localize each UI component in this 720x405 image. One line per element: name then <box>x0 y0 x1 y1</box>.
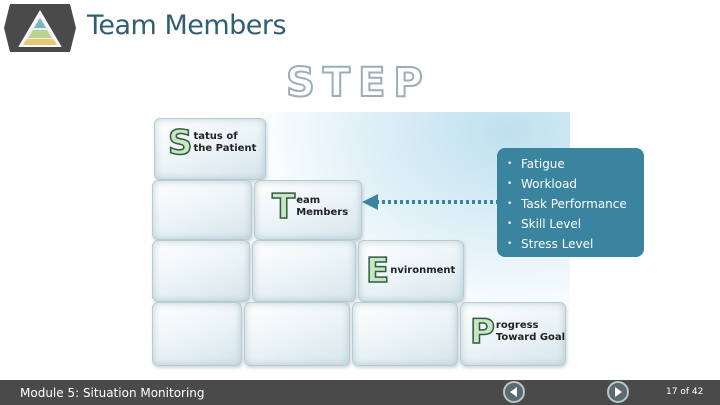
previous-slide-button[interactable] <box>503 381 525 403</box>
list-item: • Workload <box>507 174 636 194</box>
list-item: • Fatigue <box>507 154 636 174</box>
ice-block <box>154 118 266 180</box>
play-next-icon <box>615 387 622 397</box>
header: Team Members <box>0 0 720 58</box>
factor-stress-level: Stress Level <box>521 237 594 251</box>
team-factors-list: • Fatigue • Workload • Task Performance • Sk… <box>507 154 636 254</box>
factor-fatigue: Fatigue <box>521 157 565 171</box>
next-slide-button[interactable] <box>607 381 629 403</box>
factor-workload: Workload <box>521 177 578 191</box>
ice-block <box>460 302 566 366</box>
ice-block <box>358 240 464 302</box>
ice-block <box>254 180 362 240</box>
environment-text: nvironment <box>390 265 456 276</box>
ice-block <box>252 240 356 302</box>
ice-block <box>244 302 350 366</box>
ice-block <box>152 240 250 302</box>
list-item: • Task Performance <box>507 194 636 214</box>
bullet: • <box>507 159 513 169</box>
bullet: • <box>507 239 513 249</box>
letter-t: T <box>271 187 296 227</box>
page-counter: 17 of 42 <box>666 387 704 397</box>
team-line-2: Members <box>296 207 349 218</box>
bullet: • <box>507 179 513 189</box>
progress-line-2: Toward Goal <box>495 332 566 343</box>
letter-p: P <box>469 312 495 352</box>
list-item: • Stress Level <box>507 234 636 254</box>
factor-skill-level: Skill Level <box>521 217 582 231</box>
letter-e: E <box>365 251 390 291</box>
page-title: Team Members <box>87 10 287 41</box>
letter-s: S <box>167 123 193 163</box>
bullet: • <box>507 219 513 229</box>
status-line-2: the Patient <box>193 143 257 154</box>
footer-bar: Module 5: Situation Monitoring 17 of 42 <box>0 380 720 405</box>
list-item: • Skill Level <box>507 214 636 234</box>
step-heading: STEP <box>285 59 431 107</box>
team-line-1: eam <box>296 195 321 206</box>
status-text: tatus of the Patient <box>194 131 257 155</box>
status-of-patient-label: S tatus of the Patient <box>167 123 257 163</box>
dotted-arrow-left-icon <box>362 192 497 212</box>
status-line-1: tatus of <box>193 131 238 142</box>
ice-block <box>352 302 458 366</box>
ice-block <box>152 180 252 240</box>
module-title: Module 5: Situation Monitoring <box>20 386 205 400</box>
ice-block <box>152 302 242 366</box>
progress-toward-goal-label: P rogress Toward Goal <box>469 312 565 352</box>
bullet: • <box>507 199 513 209</box>
environment-label: E nvironment <box>365 251 456 291</box>
factor-task-performance: Task Performance <box>521 197 627 211</box>
progress-line-1: rogress <box>495 320 539 331</box>
previous-icon <box>510 387 517 397</box>
step-pyramid-logo-icon <box>4 4 76 52</box>
team-text: eam Members <box>296 195 348 219</box>
progress-text: rogress Toward Goal <box>496 320 565 344</box>
team-factors-callout: • Fatigue • Workload • Task Performance • Sk… <box>497 148 644 257</box>
team-members-label: T eam Members <box>271 187 348 227</box>
